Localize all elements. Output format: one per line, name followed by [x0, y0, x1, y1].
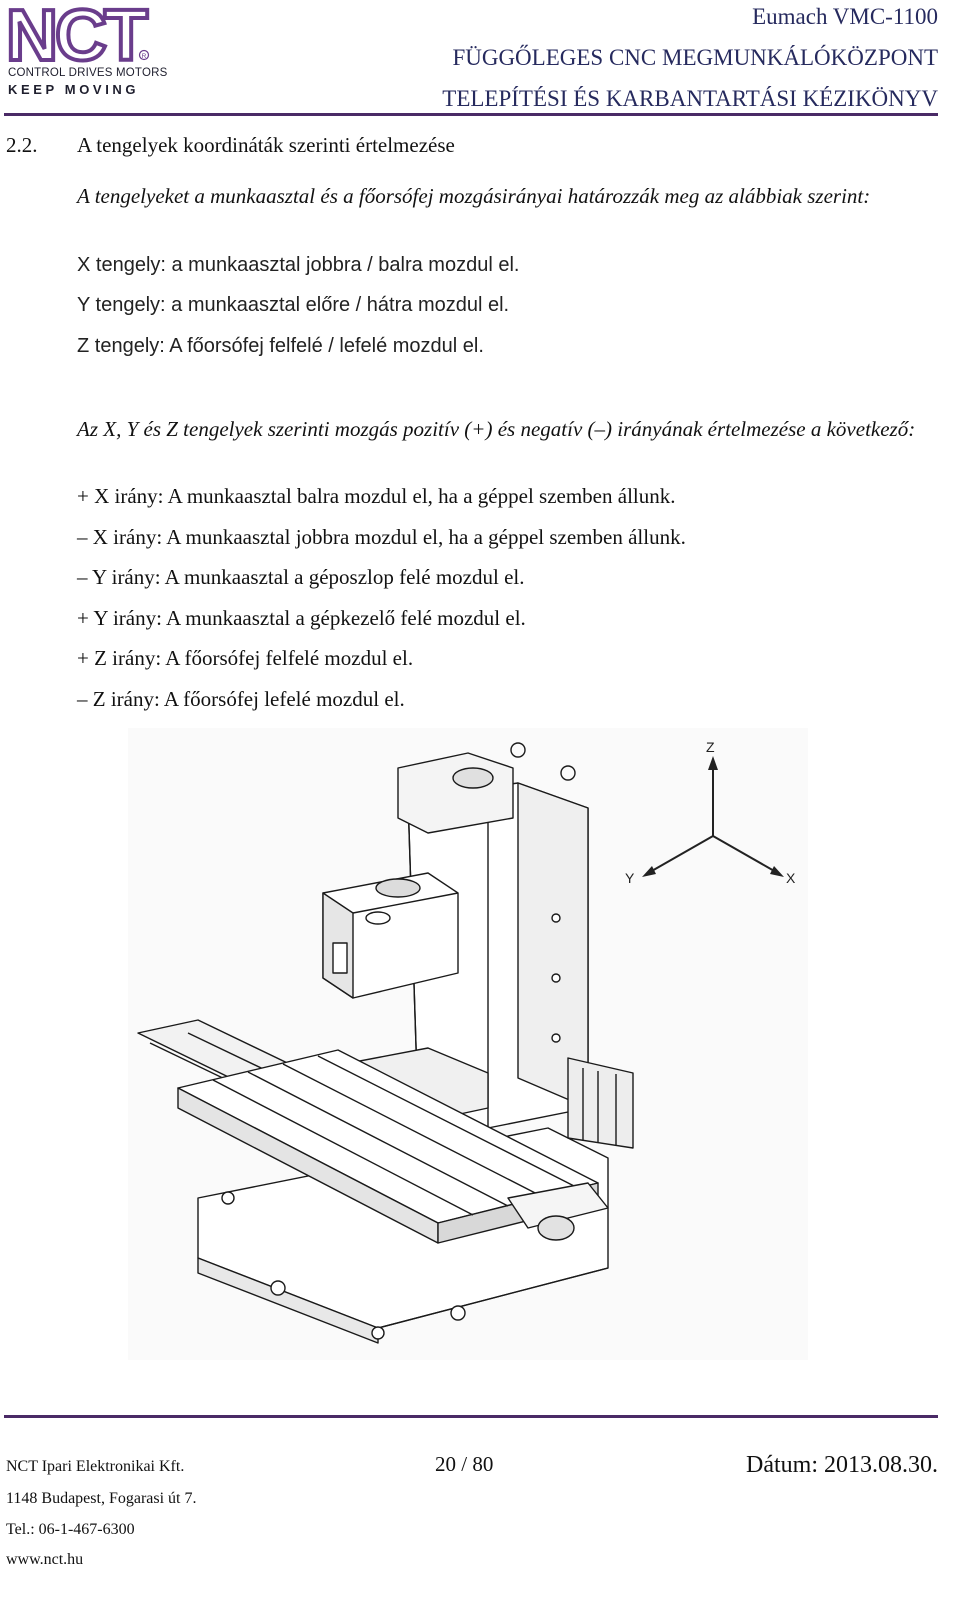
logo-subtitle: CONTROL DRIVES MOTORS: [8, 67, 168, 79]
footer-phone: Tel.: 06-1-467-6300: [6, 1521, 135, 1538]
footer-address: 1148 Budapest, Fogarasi út 7.: [6, 1490, 197, 1507]
axis-line-y: Y tengely: a munkaasztal előre / hátra m…: [77, 294, 510, 316]
direction-line-minus-x: – X irány: A munkaasztal jobbra mozdul e…: [77, 525, 686, 549]
direction-line-plus-z: + Z irány: A főorsófej felfelé mozdul el…: [77, 646, 414, 670]
axis-y-label: Y: [625, 870, 635, 886]
header-divider: [4, 113, 938, 116]
direction-line-plus-x: + X irány: A munkaasztal balra mozdul el…: [77, 484, 676, 508]
axis-x-label: X: [786, 870, 796, 886]
section-title: A tengelyek koordináták szerinti értelme…: [77, 133, 455, 157]
section-heading: 2.2. A tengelyek koordináták szerinti ért…: [6, 133, 455, 158]
footer-divider: [4, 1415, 938, 1418]
footer-company: NCT Ipari Elektronikai Kft.: [6, 1458, 185, 1475]
nct-logo-mark: NCT R: [6, 4, 153, 64]
direction-line-plus-y: + Y irány: A munkaasztal a gépkezelő fel…: [77, 606, 526, 630]
intro-paragraph: A tengelyeket a munkaasztal és a főorsóf…: [77, 184, 871, 208]
machine-figure: Z Y X: [128, 728, 808, 1360]
axis-z-label: Z: [706, 739, 715, 755]
axis-indicator: [642, 756, 784, 877]
axis-line-x: X tengely: a munkaasztal jobbra / balra …: [77, 254, 520, 276]
page-number: 20 / 80: [435, 1452, 494, 1476]
direction-line-minus-y: – Y irány: A munkaasztal a géposzlop fel…: [77, 565, 525, 589]
header-model: Eumach VMC-1100: [752, 4, 938, 29]
footer-date: Dátum: 2013.08.30.: [746, 1452, 938, 1478]
section-number: 2.2.: [6, 133, 38, 157]
footer-web: www.nct.hu: [6, 1551, 84, 1568]
machine-drawing: [137, 742, 634, 1344]
nct-logo: NCT R CONTROL DRIVES MOTORS KEEP MOVING: [6, 4, 167, 97]
header-title-line1: FÜGGŐLEGES CNC MEGMUNKÁLÓKÖZPONT: [452, 45, 938, 70]
nct-logo-letters: NCT: [6, 4, 148, 64]
direction-intro-paragraph: Az X, Y és Z tengelyek szerinti mozgás p…: [77, 417, 916, 441]
axis-line-z: Z tengely: A főorsófej felfelé / lefelé …: [77, 335, 484, 357]
direction-line-minus-z: – Z irány: A főorsófej lefelé mozdul el.: [77, 687, 405, 711]
header-title-line2: TELEPÍTÉSI ÉS KARBANTARTÁSI KÉZIKÖNYV: [442, 86, 938, 111]
svg-text:R: R: [142, 53, 147, 60]
logo-tagline: KEEP MOVING: [8, 82, 140, 97]
